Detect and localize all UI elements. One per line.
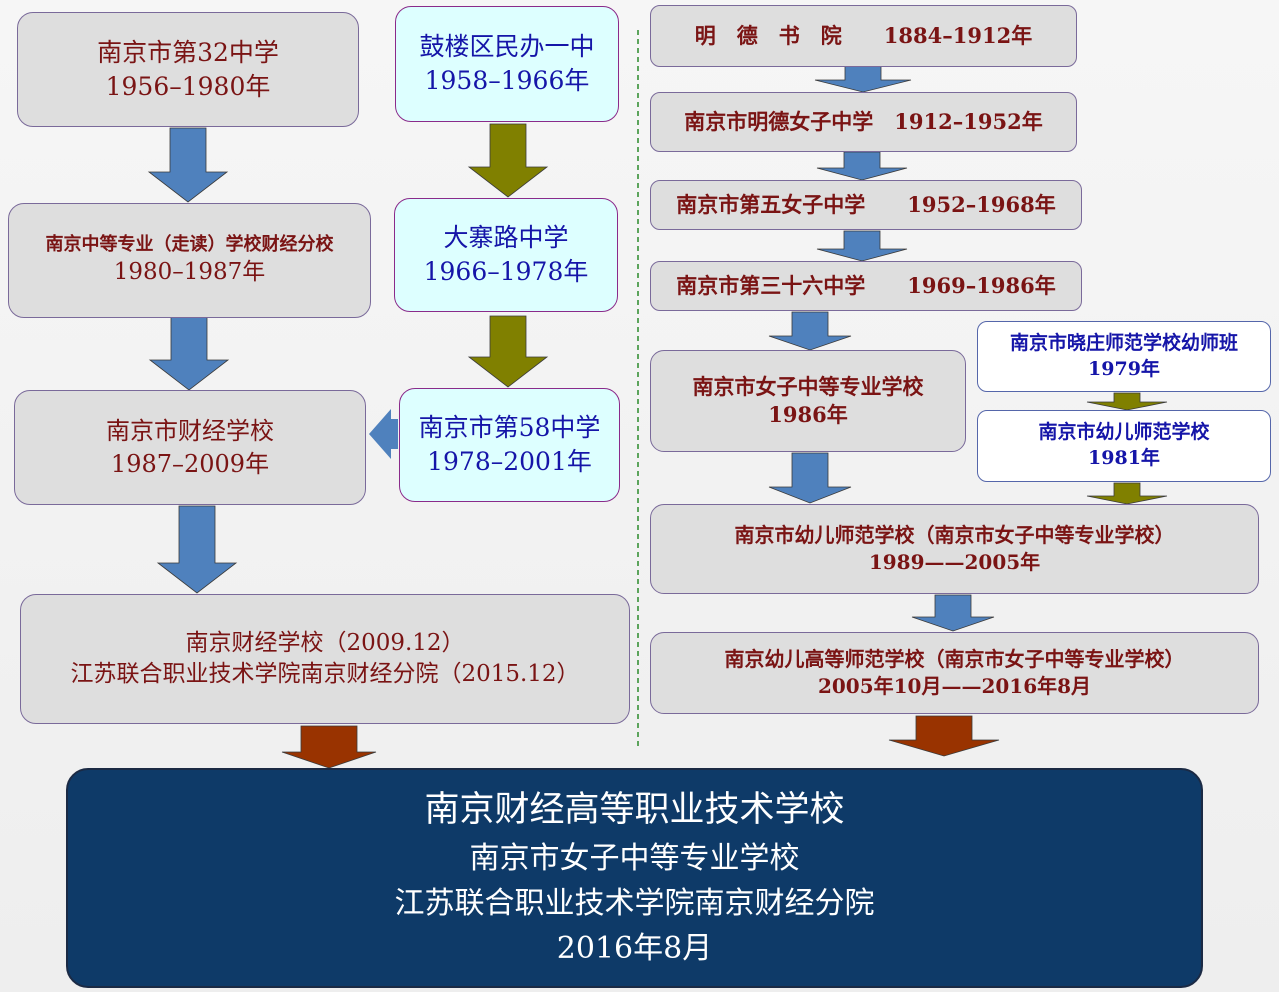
right-arrow-1 <box>814 65 912 93</box>
final-title: 南京财经高等职业技术学校 <box>424 790 845 831</box>
nanjing-vocational-finance-branch-box: 南京中等专业（走读）学校财经分校 1980–1987年 <box>8 203 371 318</box>
merge-left-arrow <box>369 409 398 459</box>
mingde-academy-box: 明 德 书 院 1884–1912年 <box>650 5 1077 67</box>
fifth-girls-school-box: 南京市第五女子中学 1952–1968年 <box>650 180 1082 230</box>
box-years: 1966–1978年 <box>423 257 589 286</box>
mingde-girls-school-box: 南京市明德女子中学 1912–1952年 <box>650 92 1077 152</box>
nanjing-finance-school-box: 南京市财经学校 1987–2009年 <box>14 390 366 505</box>
final-arrow-left <box>281 725 377 769</box>
box-years: 1978–2001年 <box>427 447 592 476</box>
xiaozhuang-normal-preschool-class-box: 南京市晓庄师范学校幼师班 1979年 <box>977 321 1271 392</box>
box-years: 1987–2009年 <box>110 449 270 478</box>
right-arrow-3 <box>816 230 908 262</box>
nanjing-finance-school-2009-box: 南京财经学校（2009.12） 江苏联合职业技术学院南京财经分院（2015.12… <box>20 594 630 724</box>
women-vocational-school-box: 南京市女子中等专业学校 1986年 <box>650 350 966 452</box>
box-title: 明 德 书 院 1884–1912年 <box>694 22 1033 48</box>
final-institution-box: 南京财经高等职业技术学校 南京市女子中等专业学校 江苏联合职业技术学院南京财经分… <box>66 768 1203 988</box>
kindergarten-teacher-school-box: 南京市幼儿师范学校（南京市女子中等专业学校） 1989——2005年 <box>650 504 1259 594</box>
left-arrow-3 <box>156 505 238 594</box>
box-title: 南京市第五女子中学 1952–1968年 <box>676 191 1056 217</box>
box-years: 1986年 <box>768 402 848 427</box>
thirty-sixth-middle-school-box: 南京市第三十六中学 1969–1986年 <box>650 261 1082 311</box>
box-title: 南京市幼儿师范学校（南京市女子中等专业学校） <box>734 523 1175 547</box>
box-title: 南京市第32中学 <box>97 37 279 67</box>
box-title: 南京中等专业（走读）学校财经分校 <box>45 233 334 255</box>
box-title: 南京市明德女子中学 1912–1952年 <box>684 108 1043 134</box>
preschool-teachers-college-box: 南京幼儿高等师范学校（南京市女子中等专业学校） 2005年10月——2016年8… <box>650 632 1259 714</box>
box-title: 南京市女子中等专业学校 <box>692 373 924 399</box>
final-arrow-right <box>888 715 1000 757</box>
left-arrow-2 <box>148 313 230 391</box>
box-title: 南京市晓庄师范学校幼师班 <box>1009 331 1238 354</box>
box-title: 鼓楼区民办一中 <box>419 32 595 62</box>
middle-arrow-2 <box>467 315 549 388</box>
middle-arrow-1 <box>467 123 549 198</box>
box-years: 1956–1980年 <box>105 71 271 101</box>
final-line-3: 江苏联合职业技术学院南京财经分院 <box>394 885 875 921</box>
box-subtitle: 江苏联合职业技术学院南京财经分院（2015.12） <box>70 661 580 687</box>
box-title: 南京市财经学校 <box>106 417 274 446</box>
branch-arrow-1 <box>1086 392 1168 411</box>
box-title: 南京财经学校（2009.12） <box>185 629 465 656</box>
final-line-2: 南京市女子中等专业学校 <box>469 840 800 876</box>
box-title: 南京市幼儿师范学校 <box>1038 421 1210 444</box>
final-date: 2016年8月 <box>556 930 713 966</box>
dazhailu-middle-school-box: 大寨路中学 1966–1978年 <box>394 198 618 312</box>
box-years: 1981年 <box>1088 447 1160 469</box>
box-years: 2005年10月——2016年8月 <box>817 674 1092 698</box>
nanjing-58-middle-school-box: 南京市第58中学 1978–2001年 <box>399 388 620 502</box>
right-arrow-5 <box>768 452 852 504</box>
box-title: 南京市第58中学 <box>418 413 601 443</box>
box-years: 1958–1966年 <box>424 66 590 95</box>
left-arrow-1 <box>147 127 229 203</box>
right-arrow-6 <box>911 594 995 632</box>
right-arrow-2 <box>816 151 908 181</box>
nanjing-kindergarten-normal-school-box: 南京市幼儿师范学校 1981年 <box>977 410 1271 482</box>
box-years: 1980–1987年 <box>113 259 266 286</box>
branch-arrow-2 <box>1086 482 1168 505</box>
right-arrow-4 <box>768 311 852 351</box>
gulou-minban-school-box: 鼓楼区民办一中 1958–1966年 <box>395 6 619 122</box>
box-title: 南京市第三十六中学 1969–1986年 <box>676 272 1056 298</box>
nanjing-32-middle-school-box: 南京市第32中学 1956–1980年 <box>17 12 359 127</box>
box-title: 大寨路中学 <box>443 223 569 253</box>
box-years: 1989——2005年 <box>868 550 1041 574</box>
box-years: 1979年 <box>1088 357 1160 380</box>
box-title: 南京幼儿高等师范学校（南京市女子中等专业学校） <box>724 647 1185 671</box>
